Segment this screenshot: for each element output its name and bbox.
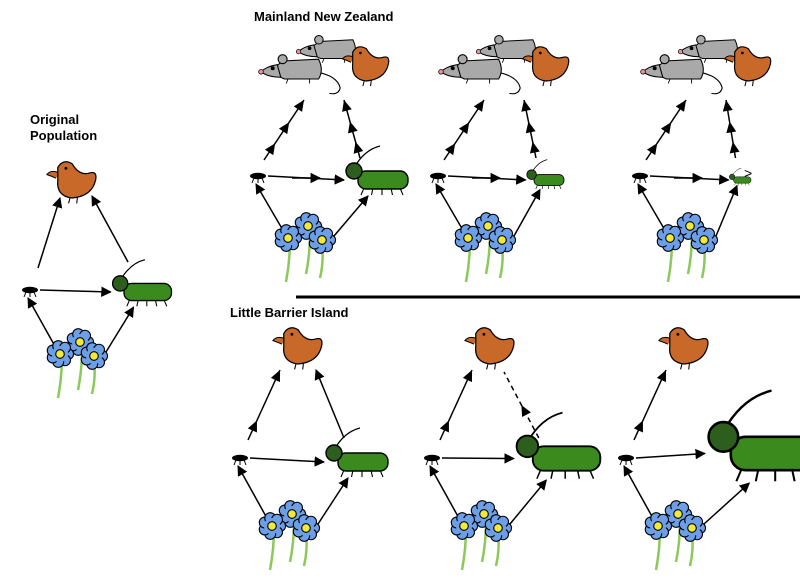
- beetle-icon: [526, 159, 565, 190]
- beetle-icon: [345, 145, 409, 196]
- arrow-flower-to-insect: [435, 183, 465, 233]
- rat-icon: [258, 54, 341, 95]
- arrow-beetle-to-predators: [521, 99, 540, 159]
- arrow-flower-to-insect: [27, 297, 57, 349]
- arrow-insect-to-bird: [37, 196, 63, 269]
- flower-icon: [308, 226, 337, 254]
- arrow-flower-to-insect: [255, 183, 285, 233]
- arrow-flower-to-insect: [429, 465, 461, 521]
- bird-icon: [46, 161, 97, 204]
- arrow-flower-to-insect: [623, 465, 655, 521]
- rat-icon: [640, 54, 723, 95]
- flower-icon: [258, 512, 287, 540]
- flower-icon: [656, 224, 685, 252]
- flower-icon: [294, 212, 323, 240]
- small-insect-icon: [618, 454, 634, 466]
- beetle-icon: [729, 167, 752, 186]
- bird-icon: [272, 327, 323, 370]
- arrow-insect-to-bird: [439, 369, 473, 441]
- flower-icon: [644, 512, 673, 540]
- bird-icon: [723, 46, 772, 87]
- arrow-beetle-to-predators: [722, 99, 740, 159]
- small-insect-icon: [424, 454, 440, 466]
- label-little-barrier-island: Little Barrier Island: [230, 305, 349, 320]
- arrow-flower-to-insect: [237, 465, 269, 521]
- small-insect-icon: [232, 454, 248, 466]
- beetle-icon: [707, 389, 800, 482]
- arrow-flower-to-insect: [637, 183, 667, 233]
- bird-icon: [464, 327, 515, 370]
- arrow-insect-to-beetle: [635, 448, 706, 460]
- greater-than-sign: >: [744, 165, 752, 181]
- arrow-beetle-to-bird: [314, 369, 345, 439]
- arrow-flower-to-beetle: [715, 184, 739, 237]
- arrow-flower-to-beetle: [513, 188, 541, 237]
- flower-icon: [292, 514, 321, 542]
- bird-icon: [658, 327, 709, 370]
- arrow-beetle-to-predators: [342, 99, 364, 159]
- arrow-insect-to-predators: [263, 99, 305, 161]
- arrow-insect-to-beetle: [249, 456, 326, 467]
- flower-icon: [690, 226, 719, 254]
- arrow-flower-to-beetle: [105, 306, 135, 353]
- arrow-insect-to-bird: [633, 369, 667, 441]
- rat-icon: [438, 54, 521, 95]
- arrow-beetle-to-bird: [91, 195, 129, 263]
- flower-icon: [454, 224, 483, 252]
- flower-icon: [450, 512, 479, 540]
- small-insect-icon: [430, 172, 446, 184]
- arrow-insect-to-predators: [645, 99, 687, 161]
- bird-icon: [341, 46, 390, 87]
- label-mainland-new-zealand: Mainland New Zealand: [254, 9, 394, 24]
- flower-icon: [274, 224, 303, 252]
- arrow-flower-to-beetle: [317, 477, 349, 525]
- flower-icon: [678, 514, 707, 542]
- label-original-population: Original Population: [30, 112, 98, 143]
- flower-icon: [474, 212, 503, 240]
- arrow-flower-to-beetle: [703, 482, 751, 525]
- arrow-flower-to-beetle: [509, 479, 547, 525]
- flower-icon: [80, 342, 109, 370]
- arrow-insect-to-predators: [443, 99, 485, 161]
- arrow-beetle-to-bird-reduced: [503, 371, 540, 439]
- flower-icon: [488, 226, 517, 254]
- beetle-icon: [515, 411, 602, 480]
- arrow-insect-to-bird: [247, 369, 281, 441]
- small-insect-icon: [22, 286, 38, 298]
- beetle-icon: [325, 427, 389, 478]
- arrow-insect-to-beetle: [441, 453, 515, 464]
- small-insect-icon: [250, 172, 266, 184]
- flower-icon: [46, 340, 75, 368]
- bird-icon: [521, 46, 570, 87]
- arrow-flower-to-beetle: [333, 195, 369, 237]
- flower-icon: [484, 514, 513, 542]
- small-insect-icon: [632, 172, 648, 184]
- beetle-icon: [111, 259, 173, 307]
- arrow-insect-to-beetle: [39, 286, 112, 297]
